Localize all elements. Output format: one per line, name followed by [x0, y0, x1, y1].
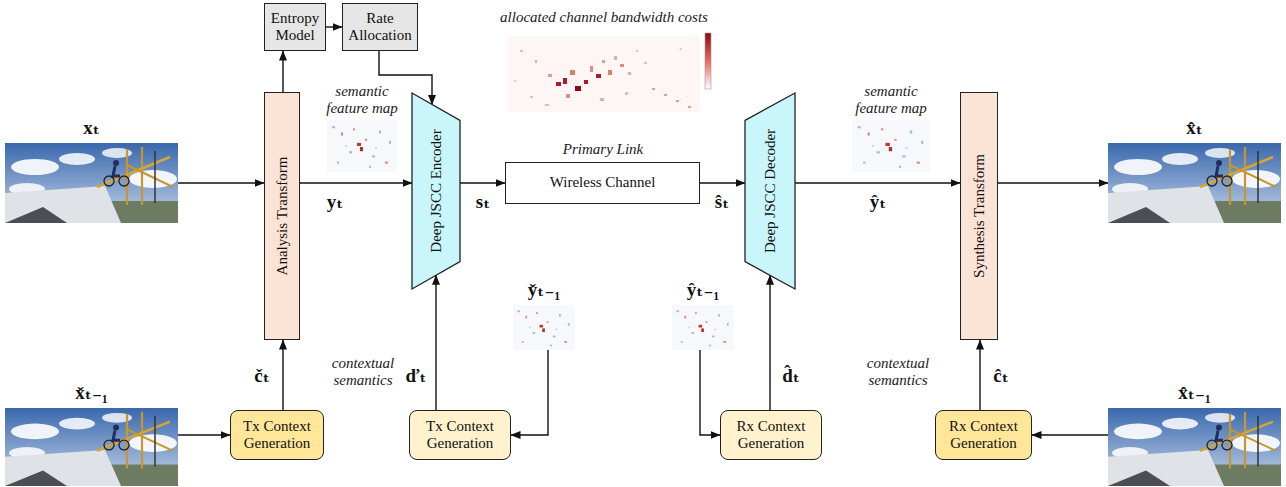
connector-arrow: [435, 275, 436, 410]
connector-arrow: [326, 26, 342, 27]
context-caption: contextual semantics: [857, 355, 939, 390]
connector-arrow: [979, 340, 980, 410]
connector-arrow: [769, 275, 770, 410]
connector-arrow: [998, 182, 1108, 183]
connector-arrow: [700, 350, 720, 435]
heatmap-cells: [514, 48, 691, 108]
link-caption: Primary Link: [563, 141, 643, 158]
output-frame: x̂ₜ: [1108, 143, 1281, 223]
math-label: xₜ: [5, 116, 178, 139]
node-label: Analysis Transform: [274, 157, 291, 276]
rx-context-box: Rx Context Generation: [935, 410, 1032, 460]
input-frame: xₜ: [5, 143, 178, 223]
signal-label: d̂ₜ: [780, 364, 802, 387]
math-label: ŷₜ₋₁: [672, 278, 734, 301]
signal-label: ŷₜ: [868, 190, 889, 213]
feature-map-caption: semantic feature map: [322, 83, 402, 118]
connector-arrow: [511, 350, 548, 435]
node-label: Synthesis Transform: [971, 154, 988, 278]
jscc-decoder: Deep JSCC Decoder: [745, 93, 795, 289]
analysis-transform: Analysis Transform: [264, 92, 300, 340]
node-label: Deep JSCC Encoder: [428, 129, 445, 252]
node-label: Wireless Channel: [550, 174, 656, 191]
image: [1108, 408, 1281, 486]
signal-label: ŝₜ: [713, 190, 731, 213]
colorbar: [705, 33, 711, 89]
node-label: Tx Context Generation: [234, 418, 320, 453]
node-label: Rate Allocation: [346, 10, 414, 45]
node-label: Tx Context Generation: [413, 418, 507, 453]
node-label: Entropy Model: [268, 10, 322, 45]
connector-arrow: [282, 51, 283, 92]
signal-label: ĉₜ: [991, 364, 1010, 387]
synthesis-transform: Synthesis Transform: [960, 92, 998, 340]
math-label: x̂ₜ: [1108, 116, 1281, 139]
tx-context-box: Tx Context Generation: [230, 410, 324, 460]
feature-map-image: [852, 120, 930, 172]
tx-context-box: Tx Context Generation: [409, 410, 511, 460]
heatmap-caption: allocated channel bandwidth costs: [500, 9, 708, 26]
feature-map-image: [327, 120, 397, 172]
entropy-model: Entropy Model: [264, 3, 326, 51]
bandwidth-heatmap: [508, 36, 700, 112]
rx-prev-feature-map: ŷₜ₋₁: [672, 305, 734, 350]
image: [513, 305, 575, 350]
connector-arrow: [700, 182, 745, 183]
jscc-encoder: Deep JSCC Encoder: [412, 93, 460, 289]
connector-arrow: [300, 182, 412, 183]
image: [672, 305, 734, 350]
signal-label: čₜ: [252, 364, 271, 387]
math-label: x̂ₜ₋₁: [1108, 381, 1281, 404]
signal-label: yₜ: [325, 190, 346, 213]
wireless-channel: Wireless Channel: [505, 162, 700, 204]
connector-arrow: [178, 434, 230, 435]
node-label: Deep JSCC Decoder: [762, 129, 779, 253]
signal-label: ďₜ: [404, 364, 429, 387]
node-label: Rx Context Generation: [939, 418, 1028, 453]
rate-allocation: Rate Allocation: [342, 3, 418, 51]
math-label: x̌ₜ₋₁: [5, 381, 178, 404]
math-label: y̌ₜ₋₁: [513, 278, 575, 301]
node-label: Rx Context Generation: [724, 418, 818, 453]
tx-prev-frame: x̌ₜ₋₁: [5, 408, 178, 486]
image: [5, 408, 178, 486]
signal-label: sₜ: [474, 190, 492, 213]
connector-arrow: [282, 340, 283, 410]
connector-arrow: [178, 182, 264, 183]
feature-map-caption: semantic feature map: [851, 83, 931, 118]
image: [5, 143, 178, 223]
rx-context-box: Rx Context Generation: [720, 410, 822, 460]
connector-arrow: [795, 182, 960, 183]
connector-arrow: [1032, 434, 1108, 435]
tx-prev-feature-map: y̌ₜ₋₁: [513, 305, 575, 350]
context-caption: contextual semantics: [322, 355, 404, 390]
connector-arrow: [460, 182, 505, 183]
rx-prev-frame: x̂ₜ₋₁: [1108, 408, 1281, 486]
image: [1108, 143, 1281, 223]
